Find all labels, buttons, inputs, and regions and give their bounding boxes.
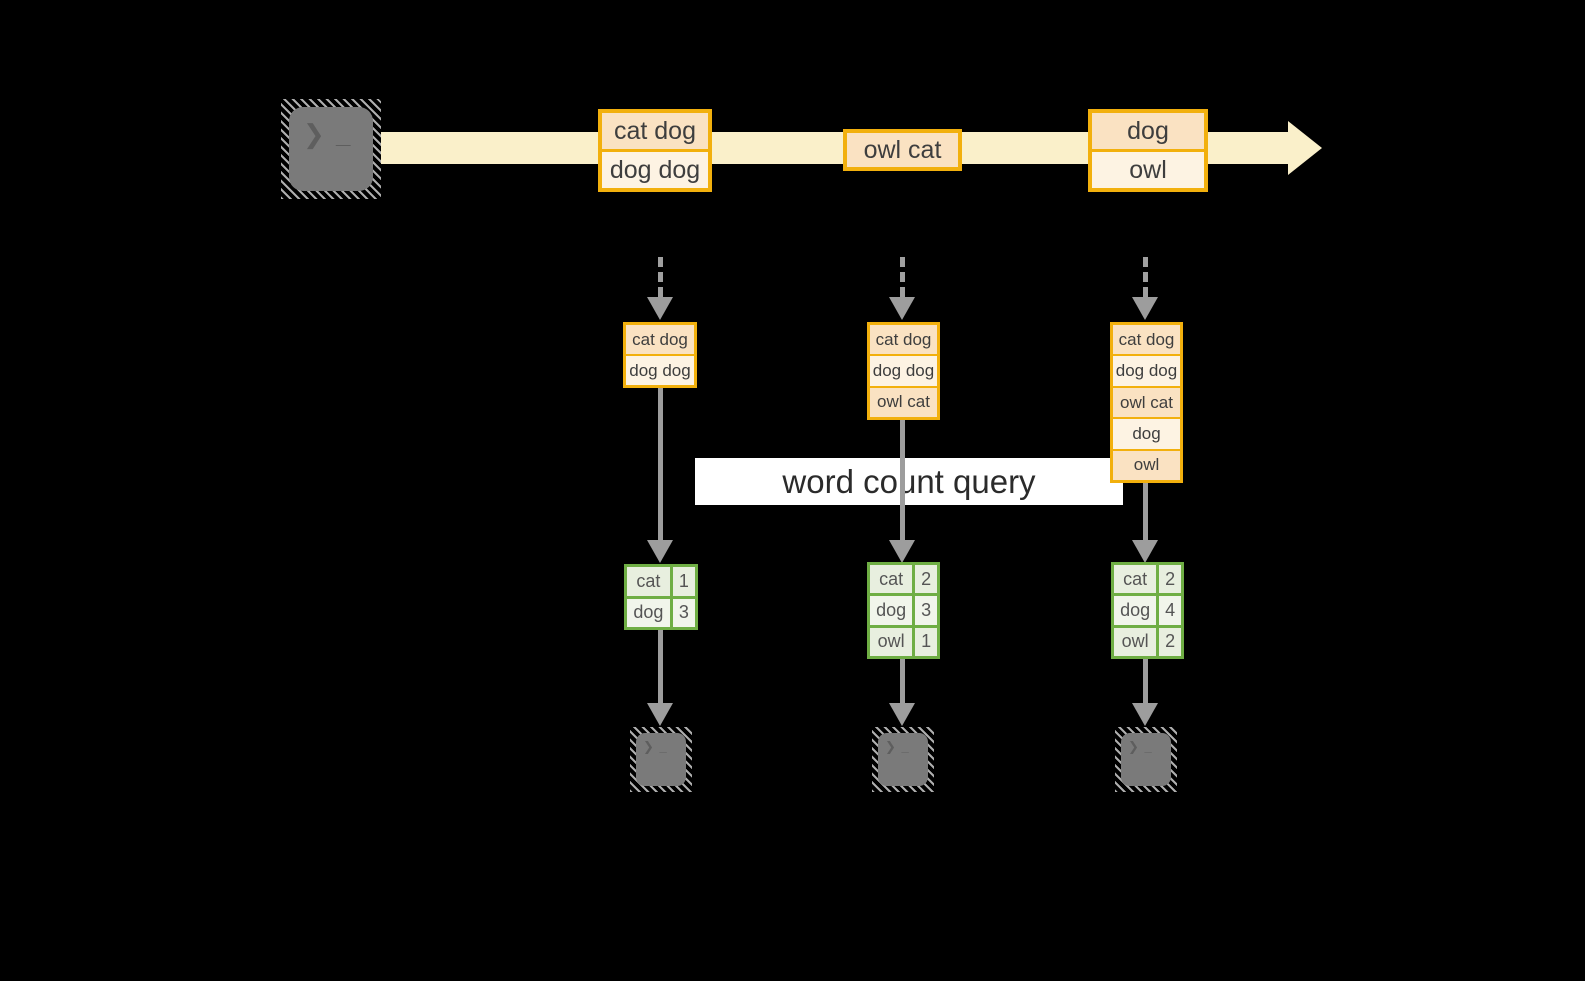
word-cell: owl [870, 627, 913, 656]
record-cell: cat dog [626, 325, 694, 354]
count-cell: 3 [915, 596, 937, 625]
table-row: dog 4 [1114, 596, 1181, 625]
terminal-screen: ❯ _ [1121, 733, 1171, 786]
flow-line [1143, 659, 1148, 703]
table-row: cat 1 [627, 567, 695, 596]
table-row: dog 3 [627, 598, 695, 627]
query-banner: word count query [695, 458, 1123, 505]
table-row: owl 1 [870, 627, 937, 656]
terminal-prompt-glyph: ❯ _ [885, 739, 910, 754]
word-cell: dog [870, 596, 913, 625]
record-cell: dog dog [626, 356, 694, 385]
dashed-arrow-head [647, 297, 673, 320]
input-buffer-box-1: cat dog dog dog [623, 322, 697, 388]
flow-arrow-head [889, 703, 915, 726]
input-buffer-box-3: cat dog dog dog owl cat dog owl [1110, 322, 1183, 483]
flow-arrow-head [889, 540, 915, 563]
table-row: cat 2 [870, 565, 937, 594]
word-count-table-1: cat 1 dog 3 [624, 564, 698, 630]
count-cell: 2 [1159, 565, 1181, 594]
record-cell: dog [1113, 419, 1180, 449]
word-cell: cat [1114, 565, 1157, 594]
table-row: dog 3 [870, 596, 937, 625]
sink-terminal-icon-3: ❯ _ [1115, 727, 1177, 792]
word-cell: owl [1114, 627, 1157, 656]
record-cell: owl cat [870, 387, 937, 417]
table-row: cat 2 [1114, 565, 1181, 594]
word-cell: dog [627, 598, 670, 627]
flow-arrow-head [647, 540, 673, 563]
dashed-arrow-head [889, 297, 915, 320]
word-cell: cat [627, 567, 670, 596]
flow-line [900, 659, 905, 703]
count-cell: 3 [672, 598, 695, 627]
sink-terminal-icon-2: ❯ _ [872, 727, 934, 792]
flow-arrow-head [1132, 540, 1158, 563]
sink-terminal-icon-1: ❯ _ [630, 727, 692, 792]
stream-record-box-1: cat dog dog dog [598, 109, 712, 192]
record-cell: cat dog [870, 325, 937, 355]
terminal-prompt-glyph: ❯ _ [303, 119, 353, 149]
source-terminal-icon: ❯ _ [281, 99, 381, 199]
terminal-screen: ❯ _ [878, 733, 928, 786]
record-cell: owl [1113, 450, 1180, 481]
count-cell: 1 [915, 627, 937, 656]
terminal-prompt-glyph: ❯ _ [1128, 739, 1153, 754]
dashed-arrow-line [658, 257, 663, 297]
input-buffer-box-2: cat dog dog dog owl cat [867, 322, 940, 420]
terminal-screen: ❯ _ [636, 733, 686, 786]
count-cell: 4 [1159, 596, 1181, 625]
count-cell: 1 [672, 567, 695, 596]
record-cell: cat dog [602, 113, 708, 149]
record-cell: dog [1092, 113, 1204, 149]
count-cell: 2 [915, 565, 937, 594]
record-cell: dog dog [602, 152, 708, 188]
word-cell: dog [1114, 596, 1157, 625]
count-cell: 2 [1159, 627, 1181, 656]
flow-line [900, 419, 905, 540]
word-cell: cat [870, 565, 913, 594]
flow-line [658, 387, 663, 540]
dashed-arrow-head [1132, 297, 1158, 320]
flow-arrow-head [1132, 703, 1158, 726]
record-cell: dog dog [870, 356, 937, 386]
record-cell: owl cat [1113, 387, 1180, 418]
stream-record-box-3: dog owl [1088, 109, 1208, 192]
record-cell: owl [1092, 152, 1204, 188]
record-cell: dog dog [1113, 356, 1180, 386]
word-count-table-2: cat 2 dog 3 owl 1 [867, 562, 940, 659]
flow-arrow-head [647, 703, 673, 726]
stream-record-box-2: owl cat [843, 129, 962, 171]
table-row: owl 2 [1114, 627, 1181, 656]
terminal-screen: ❯ _ [289, 107, 373, 191]
stream-arrow-head [1288, 121, 1322, 175]
dashed-arrow-line [1143, 257, 1148, 297]
word-count-table-3: cat 2 dog 4 owl 2 [1111, 562, 1184, 659]
flow-line [658, 630, 663, 703]
record-cell: owl cat [847, 133, 958, 167]
terminal-prompt-glyph: ❯ _ [643, 739, 668, 754]
dashed-arrow-line [900, 257, 905, 297]
query-banner-label: word count query [782, 462, 1036, 500]
flow-line [1143, 482, 1148, 540]
record-cell: cat dog [1113, 325, 1180, 355]
